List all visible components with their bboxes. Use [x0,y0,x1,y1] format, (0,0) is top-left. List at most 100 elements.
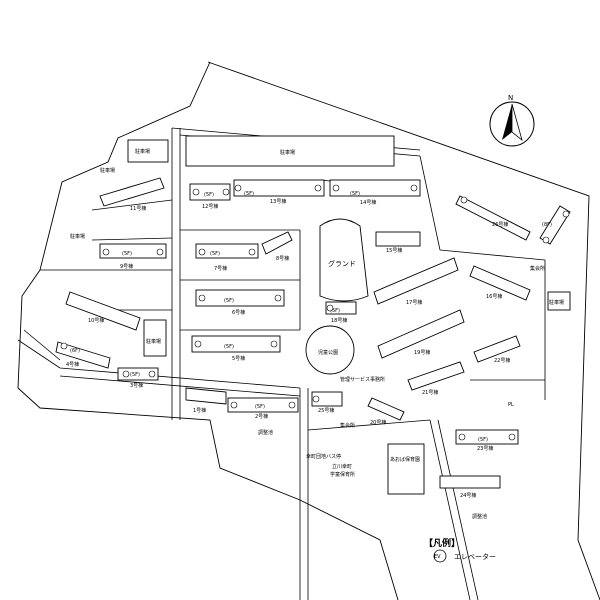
school-label: 立川幸町 [332,463,352,470]
building-13: 13号棟 [233,179,325,205]
building-20: 20号棟 [367,397,405,426]
nursery-label: あおば保育園 [390,456,420,463]
building-label: 17号棟 [406,299,422,306]
building-label: 18号棟 [331,317,347,324]
building-24: 24号棟 [439,475,501,499]
legend-ev-label: エレベーター [454,552,496,561]
floor-label: (5F) [330,308,340,314]
building-17: 17号棟 [373,257,459,306]
building-label: 2号棟 [255,413,268,420]
main-road [17,127,479,600]
parking-label: 駐車場 [135,148,150,155]
building-22: 22号棟 [473,335,521,364]
building-2: 2号棟 [227,397,299,420]
floor-label: (5F) [224,344,234,350]
parking-north [185,135,395,167]
parking-label: 駐車場 [549,299,564,306]
parking-label: 駐車場 [146,338,161,345]
parking-label: 駐車場 [100,167,115,174]
building-label: 20号棟 [370,419,386,426]
building-label: 8号棟 [276,255,289,262]
building-label: 26号棟 [492,221,508,228]
park-circle [305,325,355,375]
floor-label: (8F) [542,222,552,228]
building-label: 16号棟 [486,293,502,300]
building-19: 19号棟 [377,309,465,359]
floor-label: (5F) [224,298,234,304]
building-16: 16号棟 [469,265,531,301]
building-label: 11号棟 [130,205,146,212]
building-label: 3号棟 [130,382,143,389]
pond-label: 調整池 [258,429,273,436]
pl-label: PL [508,402,514,408]
pond-label: 調整池 [472,513,487,520]
building-label: 5号棟 [232,355,245,362]
parking-label: 駐車場 [280,149,295,156]
building-label: 13号棟 [270,198,286,205]
floor-label: (5F) [478,437,488,443]
floor-label: (5F) [244,191,254,197]
bus-stop-label: 幸町団地バス停 [306,453,341,460]
building-label: 21号棟 [422,389,438,396]
building-label: 1号棟 [193,407,206,414]
building-label: 15号棟 [386,247,402,254]
building-4: 4号棟 [55,341,111,369]
building-5: 5号棟 [191,335,281,362]
building-label: 10号棟 [88,317,104,324]
building-label: 6号棟 [232,309,245,316]
building-8: 8号棟 [261,231,293,262]
building-label: 7号棟 [214,265,227,272]
legend-title: 【凡例】 [424,537,460,549]
building-10: 10号棟 [65,291,141,331]
mgmt-office-label: 管理サービス事務所 [340,376,385,383]
floor-label: (6F) [70,348,80,354]
hall-label: 集会所 [340,422,355,429]
elevator-markers [60,184,570,441]
building-15: 15号棟 [375,231,421,254]
hall-label: 集会所 [530,265,545,272]
north-compass: N [489,94,535,147]
school-label: 学童保育所 [330,471,355,478]
building-9: 9号棟 [99,243,167,270]
building-23: 23号棟 [455,429,519,452]
building-26: 26号棟 [455,195,571,245]
parking-east [547,291,571,311]
building-label: 14号棟 [360,199,376,206]
building-18: 18号棟 [325,301,357,324]
building-14: 14号棟 [329,179,421,206]
building-3: 3号棟 [117,367,159,389]
floor-label: (5F) [255,404,265,410]
parking-label: 駐車場 [70,233,85,240]
floor-label: (5F) [122,251,132,257]
ev-icon: EV [434,554,441,560]
building-label: 12号棟 [202,203,218,210]
building-6: 6号棟 [195,289,285,316]
building-label: 22号棟 [494,357,510,364]
floor-label: (5F) [130,372,140,378]
site-boundary [17,61,600,600]
parking-west [143,319,167,357]
building-label: 19号棟 [414,349,430,356]
floor-label: (5F) [350,191,360,197]
building-12: 12号棟 [189,183,231,210]
building-label: 24号棟 [460,492,476,499]
floor-label: (5F) [204,192,214,198]
building-label: 4号棟 [66,361,79,368]
ground-label: グランド [328,259,356,268]
building-25: 25号棟 [311,391,343,414]
building-7: 7号棟 [195,243,259,272]
north-label: N [508,94,513,102]
building-11: 11号棟 [99,177,165,212]
building-1: 1号棟 [185,387,227,414]
floor-label: (5F) [210,251,220,257]
legend: 【凡例】 EV エレベーター [424,537,496,563]
building-label: 9号棟 [120,263,133,270]
nursery-building [387,443,425,495]
park-label: 児童公園 [318,349,338,356]
building-label: 25号棟 [318,407,334,414]
ground-field [319,218,369,302]
parking-nw [127,139,169,163]
building-21: 21号棟 [407,361,465,396]
